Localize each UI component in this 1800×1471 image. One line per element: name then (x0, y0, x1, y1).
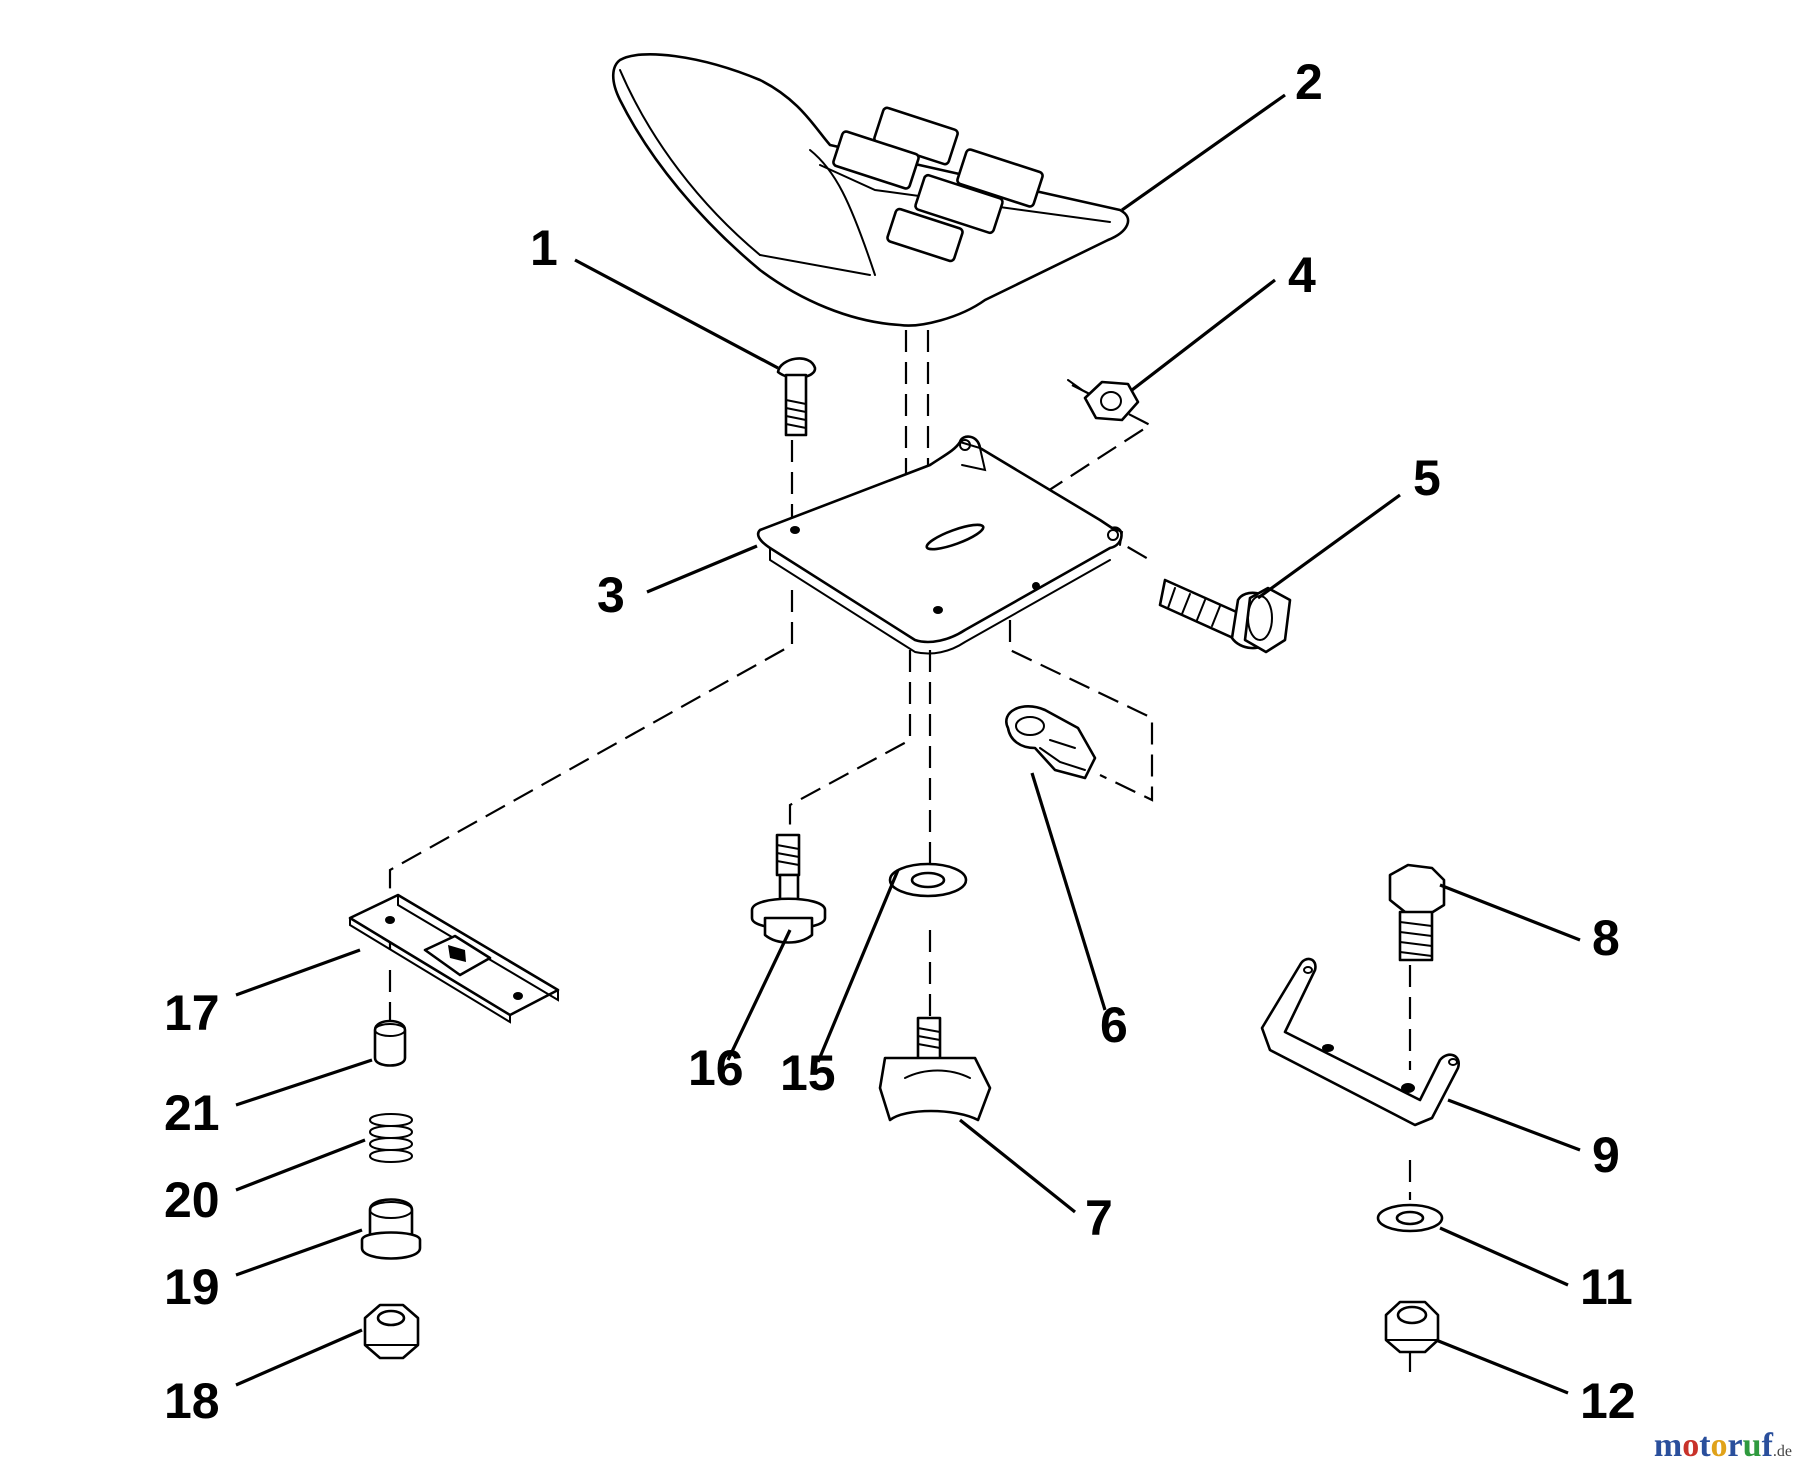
callout-16: 16 (688, 1040, 744, 1096)
watermark-letter: o (1710, 1427, 1728, 1464)
callout-15: 15 (780, 1045, 836, 1101)
watermark-letter: f (1761, 1427, 1773, 1464)
watermark-letter: r (1727, 1427, 1743, 1464)
callout-17: 17 (164, 985, 220, 1041)
callout-2: 2 (1295, 54, 1323, 110)
callout-numbers: 1 2 3 4 5 6 7 8 9 11 12 15 16 17 21 20 1… (164, 54, 1636, 1429)
callout-20: 20 (164, 1172, 220, 1228)
callout-3: 3 (597, 567, 625, 623)
nut-part-4 (1067, 379, 1140, 422)
shoulder-bolt-part-16 (750, 833, 827, 944)
hex-bolt-part-5 (1158, 578, 1292, 654)
watermark-logo: motoruf.de (1654, 1427, 1792, 1465)
flange-nut-part-18 (363, 1303, 420, 1360)
watermark-letter: o (1682, 1427, 1700, 1464)
callout-7: 7 (1085, 1190, 1113, 1246)
lock-nut-part-12 (1384, 1300, 1440, 1354)
clip-part-6 (1005, 705, 1097, 780)
seat-pan-part-3 (756, 435, 1124, 655)
leader-lines (235, 93, 1581, 1395)
washer-part-15 (888, 862, 968, 898)
watermark-letter: u (1742, 1427, 1762, 1464)
washer-part-11 (1376, 1203, 1444, 1233)
callout-8: 8 (1592, 910, 1620, 966)
bushing-part-19 (360, 1198, 422, 1260)
callout-11: 11 (1580, 1259, 1633, 1315)
spring-part-20 (369, 1113, 414, 1163)
carriage-bolt-part-1 (776, 357, 817, 437)
callout-6: 6 (1100, 997, 1128, 1053)
knob-part-7 (878, 1016, 992, 1122)
watermark-letter: m (1653, 1427, 1683, 1464)
callout-9: 9 (1592, 1127, 1620, 1183)
adjuster-plate-part-17 (348, 893, 560, 1024)
callout-12: 12 (1580, 1373, 1636, 1429)
callout-19: 19 (164, 1259, 220, 1315)
callout-1: 1 (530, 220, 558, 276)
callout-21: 21 (164, 1085, 220, 1141)
callout-4: 4 (1288, 247, 1316, 303)
watermark-letter: t (1699, 1427, 1711, 1464)
hex-bolt-part-8 (1388, 863, 1446, 962)
watermark-suffix: .de (1772, 1443, 1792, 1460)
seat-part-2 (611, 52, 1130, 327)
bracket-part-9 (1260, 957, 1460, 1127)
callout-18: 18 (164, 1373, 220, 1429)
callout-5: 5 (1413, 450, 1441, 506)
pin-part-21 (373, 1019, 407, 1067)
